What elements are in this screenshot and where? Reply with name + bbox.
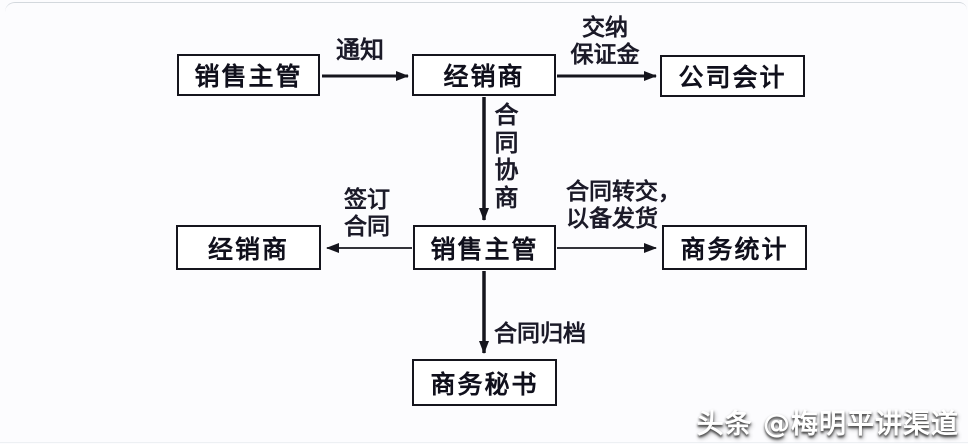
node-company-accountant: 公司会计: [660, 55, 805, 97]
edge-label-contract-negotiation: 合同协商: [494, 101, 519, 212]
watermark-text: 头条 @梅明平讲渠道: [696, 409, 959, 440]
node-sales-supervisor-mid: 销售主管: [413, 225, 556, 270]
node-distributor-top: 经销商: [412, 54, 556, 96]
node-business-secretary: 商务秘书: [412, 359, 557, 406]
edge-label-contract-transfer: 合同转交， 以备发货: [566, 179, 681, 232]
edge-label-pay-deposit: 交纳 保证金: [570, 15, 640, 68]
node-business-statistics: 商务统计: [662, 225, 807, 270]
edge-label-sign-contract: 签订 合同: [344, 187, 390, 240]
edge-label-contract-archive: 合同归档: [494, 321, 586, 347]
node-sales-supervisor-top: 销售主管: [177, 54, 320, 96]
node-distributor-mid: 经销商: [176, 225, 321, 270]
edge-label-notify: 通知: [336, 36, 384, 64]
